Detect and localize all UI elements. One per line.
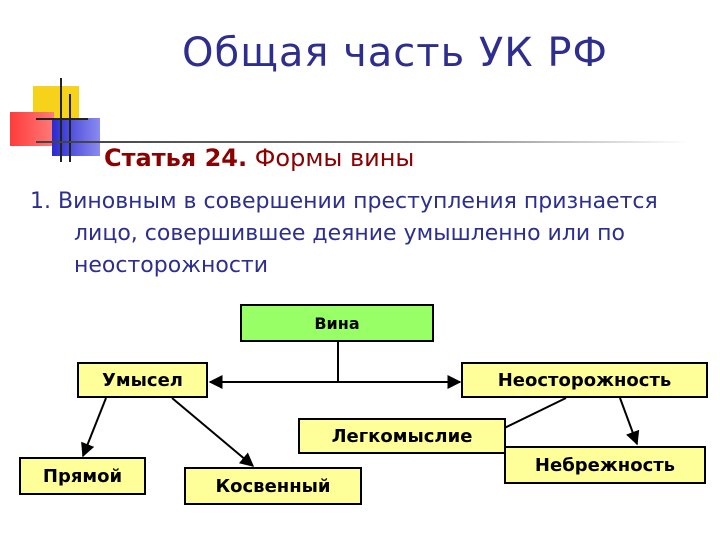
node-direct: Прямой xyxy=(19,457,146,495)
connector-intent-indirect xyxy=(172,398,253,466)
connector-intent-direct xyxy=(83,398,106,456)
node-recklessness: Легкомыслие xyxy=(298,418,506,454)
node-guilt: Вина xyxy=(240,304,434,342)
node-intent: Умысел xyxy=(77,362,208,398)
connector-negligence-carelessness xyxy=(620,398,637,444)
node-negligence: Неосторожность xyxy=(461,362,708,398)
node-indirect: Косвенный xyxy=(184,467,362,505)
node-carelessness: Небрежность xyxy=(504,446,706,484)
